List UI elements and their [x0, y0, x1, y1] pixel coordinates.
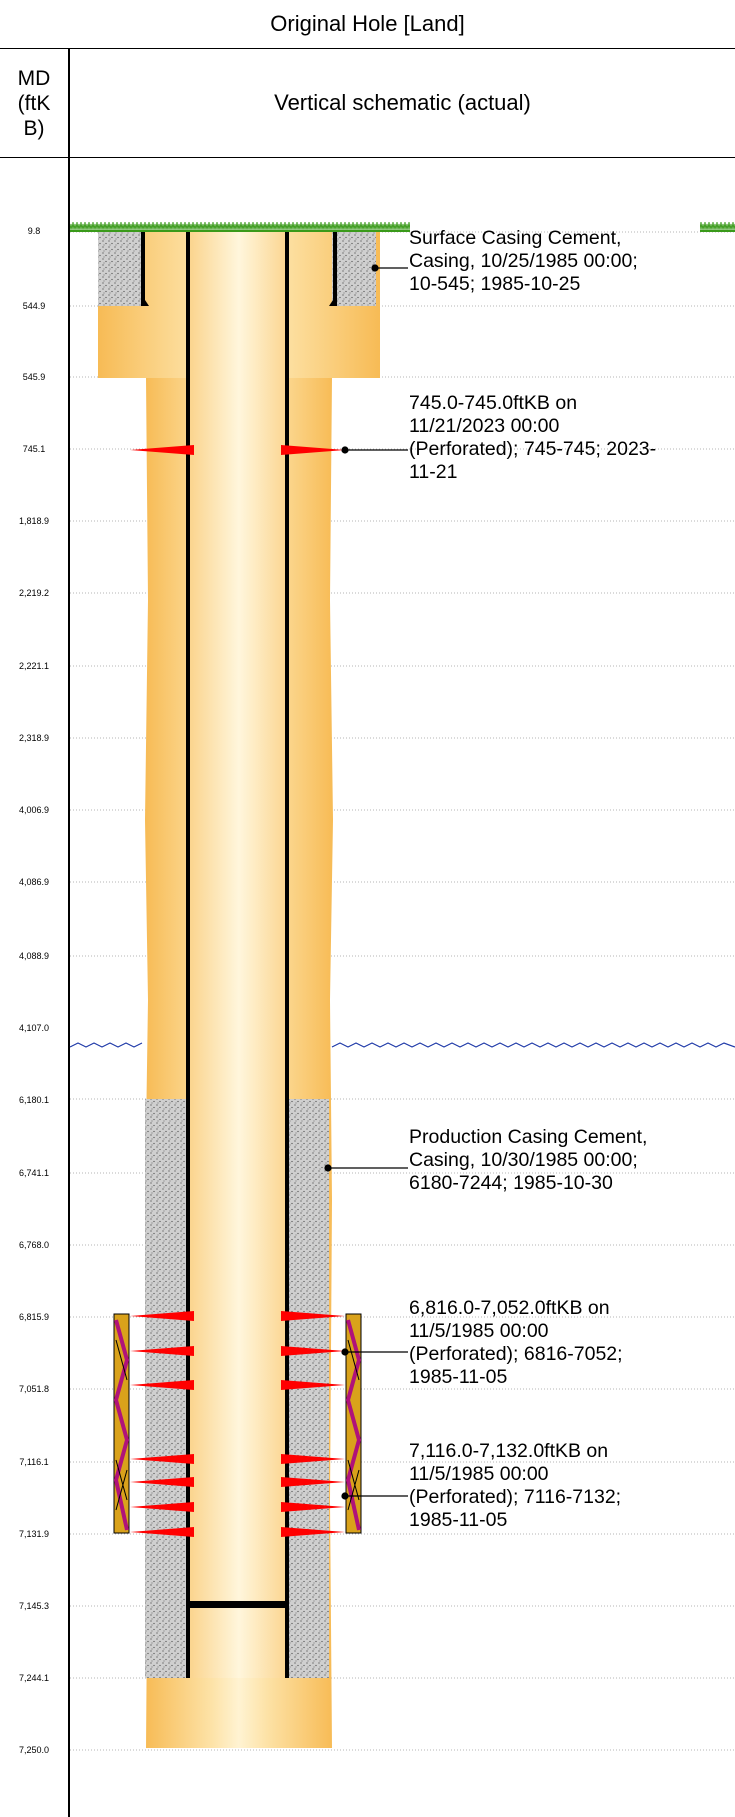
perforation-gun-right	[345, 1313, 362, 1534]
perforations-7116-7132	[130, 1454, 345, 1537]
annotation-line: 11/5/1985 00:00	[409, 1320, 549, 1342]
annotation-line: (Perforated); 6816-7052;	[409, 1343, 623, 1365]
surface-casing-cement-right	[332, 232, 376, 306]
depth-label: 7,244.1	[18, 1673, 50, 1683]
bridge-plug	[190, 1601, 285, 1608]
md-column-header: MD (ftKB)	[0, 49, 70, 158]
annotation-line: Surface Casing Cement,	[409, 227, 622, 249]
perforations-6816-7052	[130, 1311, 345, 1390]
md-column-divider	[68, 157, 70, 1817]
depth-label: 6,768.0	[18, 1240, 50, 1250]
annotation-line: Casing, 10/25/1985 00:00;	[409, 250, 638, 272]
production-casing-right	[285, 232, 289, 1678]
surface-casing-left	[141, 232, 145, 306]
depth-label: 6,741.1	[18, 1168, 50, 1178]
annotation-perforation-745: 745.0-745.0ftKB on 11/21/2023 00:00 (Per…	[409, 392, 656, 484]
annotation-line: 11-21	[409, 461, 458, 483]
depth-label: 2,221.1	[18, 661, 50, 671]
depth-label: 6,180.1	[18, 1095, 50, 1105]
perforation-745	[130, 445, 345, 455]
production-casing-left	[186, 232, 190, 1678]
depth-label: 545.9	[22, 372, 46, 382]
depth-label: 4,088.9	[18, 951, 50, 961]
schematic-column-header: Vertical schematic (actual)	[70, 49, 735, 158]
annotation-line: 1985-11-05	[409, 1366, 508, 1388]
depth-label: 4,086.9	[18, 877, 50, 887]
depth-label: 544.9	[22, 301, 46, 311]
fluid-level-left	[69, 1042, 143, 1048]
md-column-label: MD (ftKB)	[17, 66, 51, 140]
casing-bore	[189, 232, 289, 1678]
ground-surface	[70, 222, 410, 232]
depth-label: 4,006.9	[18, 805, 50, 815]
annotation-line: 1985-11-05	[409, 1509, 508, 1531]
annotation-line: 10-545; 1985-10-25	[409, 273, 581, 295]
depth-label: 7,131.9	[18, 1529, 50, 1539]
annotation-line: (Perforated); 745-745; 2023-	[409, 438, 657, 460]
perforation-gun-left	[113, 1313, 130, 1534]
surface-casing-cement-left	[98, 232, 142, 306]
annotation-perforation-7116: 7,116.0-7,132.0ftKB on 11/5/1985 00:00 (…	[409, 1440, 621, 1532]
annotation-line: 11/5/1985 00:00	[409, 1463, 549, 1485]
ground-surface-right	[700, 222, 735, 232]
depth-label: 1,818.9	[18, 516, 50, 526]
annotation-line: 6,816.0-7,052.0ftKB on	[409, 1297, 610, 1319]
annotation-line: 7,116.0-7,132.0ftKB on	[409, 1440, 609, 1462]
fluid-level-right	[331, 1042, 735, 1048]
depth-label: 7,051.8	[18, 1384, 50, 1394]
annotation-perforation-6816: 6,816.0-7,052.0ftKB on 11/5/1985 00:00 (…	[409, 1297, 623, 1389]
depth-label: 2,219.2	[18, 588, 50, 598]
annotation-line: 745.0-745.0ftKB on	[409, 392, 578, 414]
annotation-line: 6180-7244; 1985-10-30	[409, 1172, 613, 1194]
well-title: Original Hole [Land]	[0, 0, 735, 49]
annotation-leaders	[324, 264, 408, 1500]
annotation-line: Casing, 10/30/1985 00:00;	[409, 1149, 638, 1171]
depth-label: 7,116.1	[19, 1457, 49, 1467]
depth-label: 9.8	[27, 226, 41, 236]
annotation-surface-casing-cement: Surface Casing Cement, Casing, 10/25/198…	[409, 227, 638, 296]
depth-label: 4,107.0	[18, 1023, 50, 1033]
surface-casing-right	[333, 232, 337, 306]
annotation-production-casing-cement: Production Casing Cement, Casing, 10/30/…	[409, 1126, 647, 1195]
annotation-line: (Perforated); 7116-7132;	[409, 1486, 622, 1508]
depth-label: 745.1	[22, 444, 46, 454]
depth-label: 7,145.3	[18, 1601, 50, 1611]
depth-label: 2,318.9	[18, 733, 50, 743]
annotation-line: 11/21/2023 00:00	[409, 415, 560, 437]
annotation-line: Production Casing Cement,	[409, 1126, 648, 1148]
depth-label: 6,815.9	[18, 1312, 50, 1322]
depth-label: 7,250.0	[18, 1745, 50, 1755]
